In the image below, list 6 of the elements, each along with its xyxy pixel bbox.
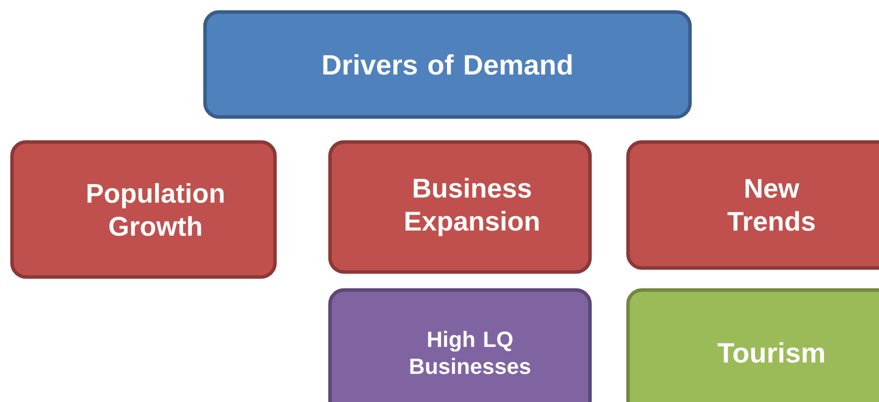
category-box: Business Expansion xyxy=(328,140,592,274)
category-box: Drivers of Demand xyxy=(203,10,692,119)
category-box: Population Growth xyxy=(10,140,277,279)
category-box: High LQ Businesses xyxy=(328,288,592,402)
category-box: New Trends xyxy=(626,140,879,270)
category-box: Tourism xyxy=(626,288,879,402)
